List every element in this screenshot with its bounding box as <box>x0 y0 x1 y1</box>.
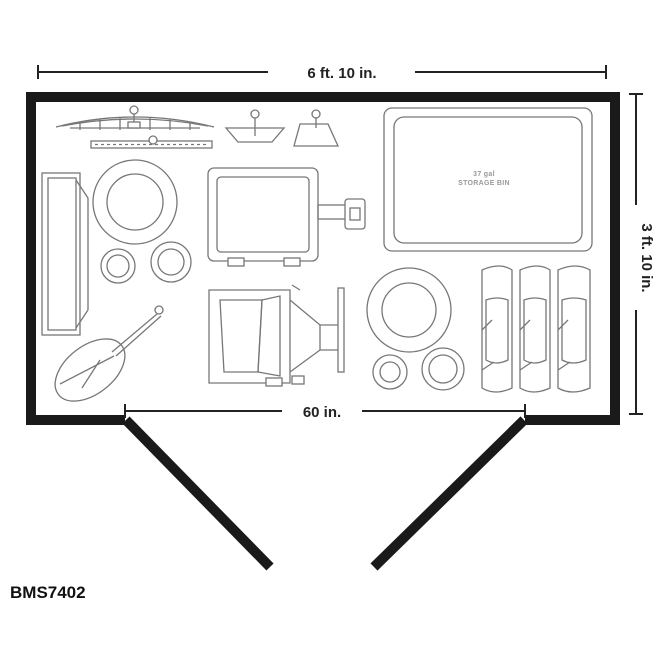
large-plate-right <box>366 267 452 353</box>
dustpan-broom <box>54 305 164 402</box>
stacked-chair-1 <box>481 265 513 393</box>
width-dimension: 6 ft. 10 in. <box>37 65 607 82</box>
large-plate-left <box>92 159 178 245</box>
small-pot-right-2 <box>421 347 465 391</box>
shovel-head <box>224 109 286 143</box>
door-width-label: 60 in. <box>303 404 341 421</box>
model-number: BMS7402 <box>10 583 86 602</box>
wheelbarrow-top <box>207 167 366 267</box>
stacked-chair-3 <box>557 265 591 393</box>
stacked-chair-2 <box>519 265 551 393</box>
leaning-board <box>41 172 89 336</box>
storage-bin-capacity: 37 gal <box>473 171 495 178</box>
left-door-panel <box>122 416 274 571</box>
storage-bin-label: STORAGE BIN <box>458 180 510 187</box>
depth-dimension: 3 ft. 10 in. <box>629 93 655 415</box>
door-dimension: 60 in. <box>124 404 526 421</box>
right-door-panel <box>370 416 528 571</box>
small-pot-left-2 <box>150 241 192 283</box>
wheelbarrow-bottom <box>208 284 345 387</box>
depth-label: 3 ft. 10 in. <box>638 223 655 292</box>
small-pot-left-1 <box>100 248 136 284</box>
rake <box>55 105 215 130</box>
shed-walls <box>26 92 620 571</box>
storage-bin: 37 gal STORAGE BIN <box>383 107 593 252</box>
small-pot-right-1 <box>372 354 408 390</box>
width-label: 6 ft. 10 in. <box>307 65 376 82</box>
scraper-head <box>293 109 340 147</box>
long-handle-tool <box>90 135 213 149</box>
